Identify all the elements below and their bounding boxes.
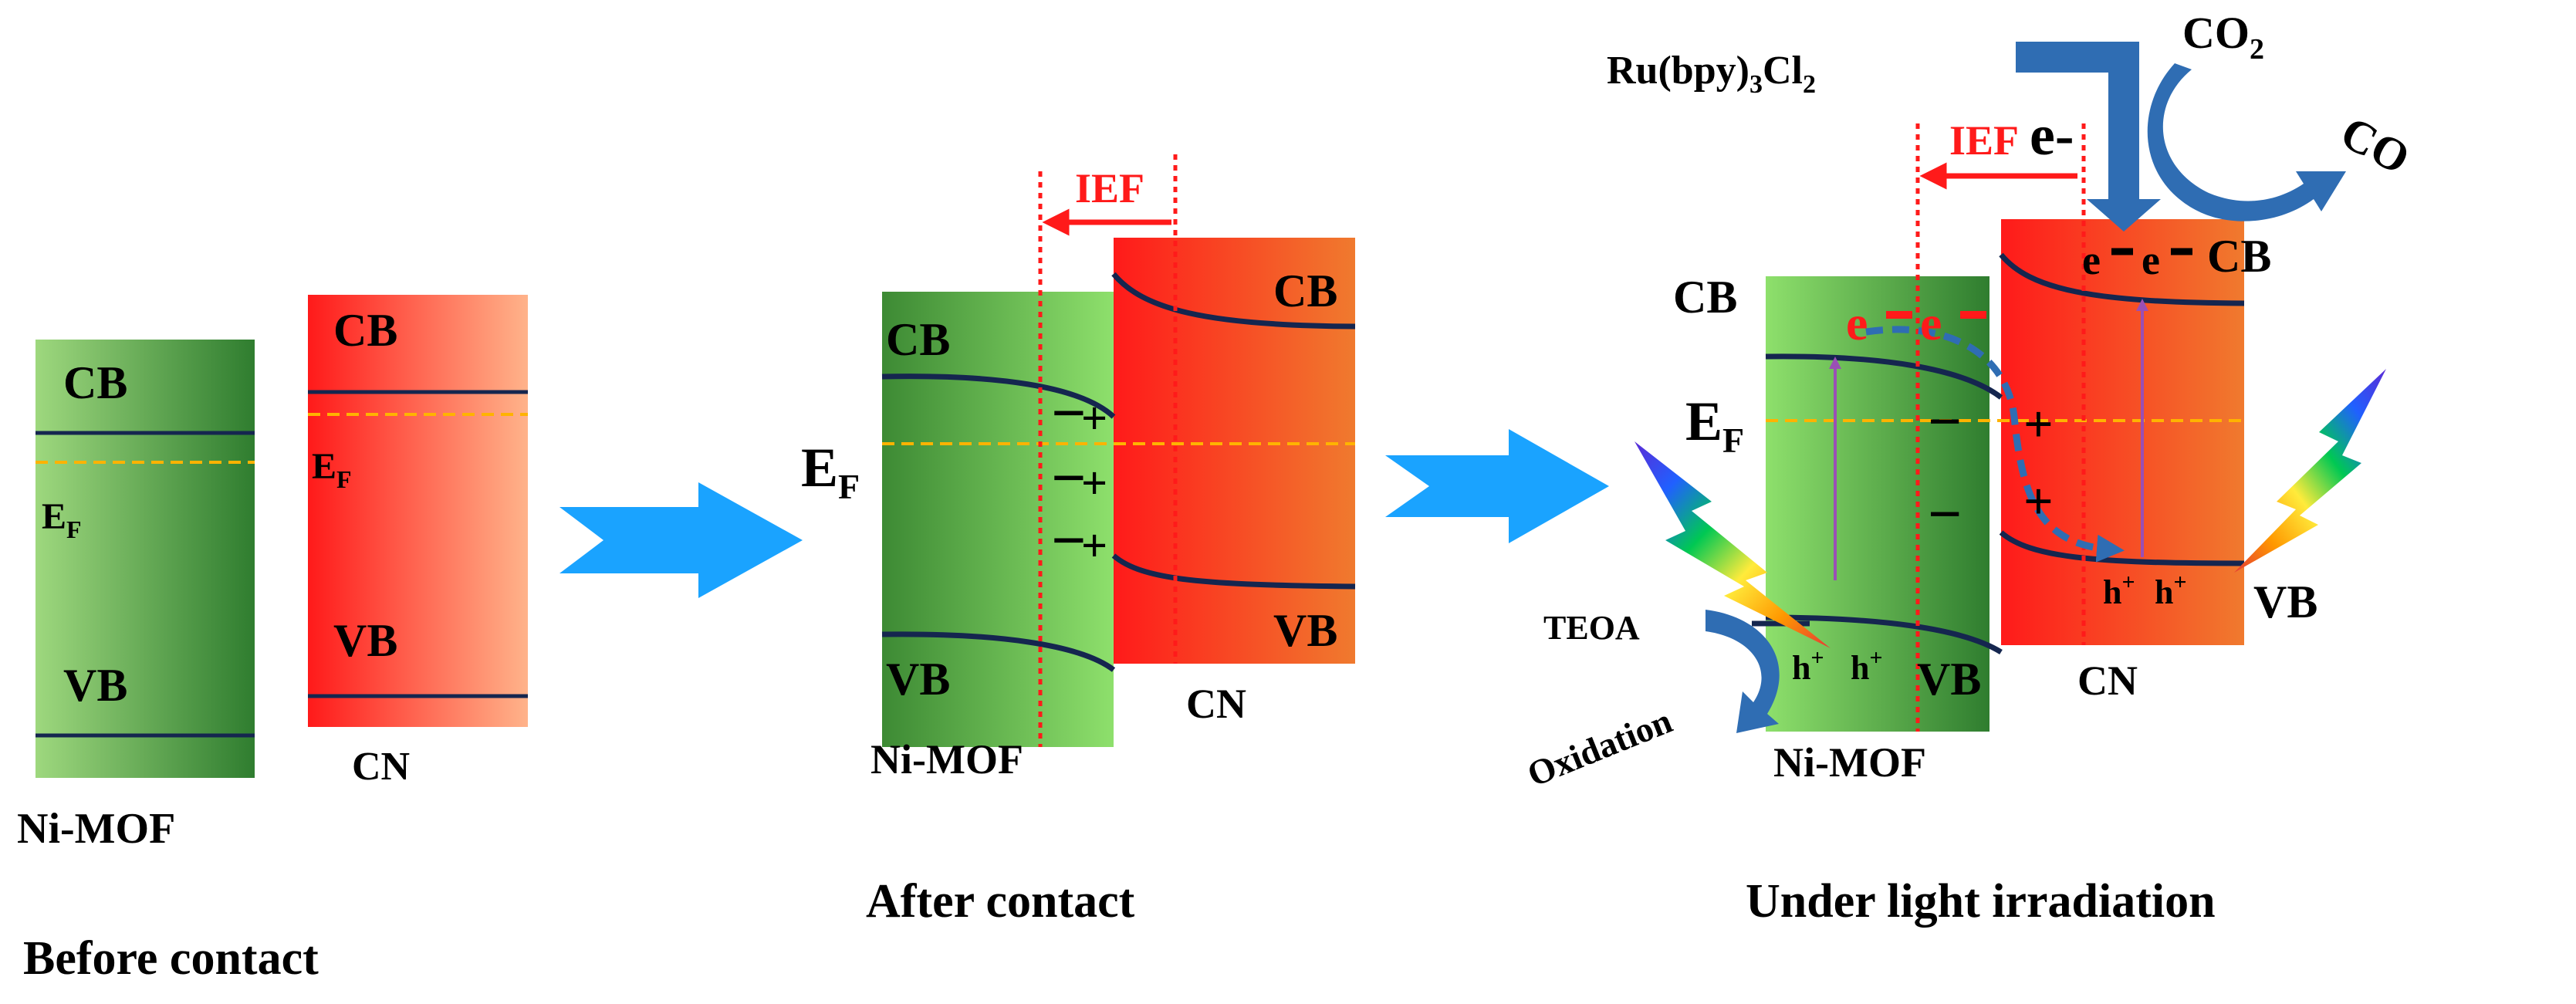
nimof-hole-2: h+ <box>1851 645 1883 687</box>
charge-minus-1: − <box>1051 380 1087 448</box>
nimof-vb-label: VB <box>1917 654 1981 705</box>
nimof-block <box>1766 276 1989 732</box>
charge-plus-2: + <box>2023 472 2054 530</box>
fermi-label: EF <box>1685 390 1744 460</box>
fermi-label: EF <box>801 437 860 506</box>
nimof-vb-label: VB <box>886 654 950 705</box>
charge-minus-3: − <box>1051 507 1087 575</box>
cn-electron-2: e <box>2142 237 2160 283</box>
charge-minus-2: − <box>1051 445 1087 512</box>
co2-label: CO2 <box>2182 8 2264 66</box>
electron-transfer-path <box>1865 326 2125 563</box>
cn-name-label: CN <box>1186 681 1246 727</box>
nimof-vb-band <box>881 631 1116 672</box>
ief-label: IEF <box>1075 165 1144 211</box>
nimof-block <box>882 292 1114 747</box>
charge-minus-2: − <box>1928 480 1962 547</box>
oxidation-arrow <box>1706 610 1780 733</box>
cn-block <box>308 295 528 727</box>
nimof-cb-label: CB <box>1673 272 1737 323</box>
cn-cb-band <box>1999 252 2245 306</box>
light-bolt-left-icon <box>1635 441 1831 648</box>
caption-before-contact: Before contact <box>23 932 319 985</box>
transition-arrow-1 <box>559 482 803 598</box>
nimof-cb-band <box>1765 353 2003 400</box>
cn-vb-band <box>1111 553 1356 590</box>
nimof-hole-1: h+ <box>1792 645 1824 687</box>
cn-block <box>1114 238 1355 664</box>
nimof-vb-band <box>1765 614 2003 654</box>
cn-name-label: CN <box>2077 658 2138 704</box>
transition-arrow-2 <box>1385 429 1609 543</box>
cn-cb-band <box>1111 272 1356 330</box>
charge-minus-1: − <box>1928 387 1962 455</box>
cn-cb-label: CB <box>2207 231 2271 282</box>
nimof-cb-label: CB <box>63 357 127 408</box>
cn-hole-2: h+ <box>2155 570 2187 611</box>
nimof-block <box>35 340 255 778</box>
charge-plus-3: + <box>1081 520 1107 571</box>
caption-under-light: Under light irradiation <box>1746 875 2216 928</box>
cn-vb-label: VB <box>1273 605 1337 656</box>
nimof-name-label: Ni-MOF <box>1773 739 1926 786</box>
oxidation-label: Oxidation <box>1522 701 1678 794</box>
cn-fermi-label: EF <box>312 446 352 493</box>
cn-cb-label: CB <box>333 305 397 356</box>
cn-block <box>2001 219 2244 645</box>
nimof-electron-2: e <box>1920 296 1942 350</box>
teoa-label: TEOA <box>1543 609 1640 647</box>
electron-injection-label: e- <box>2030 104 2074 167</box>
nimof-name-label: Ni-MOF <box>17 805 175 853</box>
caption-after-contact: After contact <box>866 875 1135 928</box>
nimof-cb-label: CB <box>886 314 950 365</box>
cn-vb-label: VB <box>2253 576 2317 627</box>
co2-reduction-arrow <box>2147 63 2346 221</box>
cn-electron-1: e <box>2082 237 2101 283</box>
panel-before-contact: CB VB EF CB VB EF Ni-MOF CN Before conta… <box>17 295 528 985</box>
charge-plus-1: + <box>2023 394 2054 453</box>
nimof-fermi-label: EF <box>42 496 82 543</box>
nimof-name-label: Ni-MOF <box>870 736 1023 783</box>
electron-injection-arrow <box>2016 42 2161 232</box>
panel-under-light: IEF e e e e − + − + h+ h+ h+ h+ CB VB CB… <box>1522 8 2418 928</box>
nimof-vb-label: VB <box>63 660 127 711</box>
photosensitizer-label: Ru(bpy)3Cl2 <box>1607 49 1816 99</box>
nimof-cb-band <box>881 374 1116 419</box>
nimof-electron-1: e <box>1846 296 1868 350</box>
cn-vb-label: VB <box>333 615 397 666</box>
ief-label: IEF <box>1949 117 2019 164</box>
panel-after-contact: IEF − + − + − + CB VB CB VB EF Ni-MOF CN… <box>801 154 1356 928</box>
cn-name-label: CN <box>352 745 410 789</box>
cn-cb-label: CB <box>1273 265 1337 316</box>
co-product-label: CO <box>2333 106 2418 184</box>
cn-hole-1: h+ <box>2103 570 2135 611</box>
cn-vb-band <box>1999 530 2245 566</box>
light-bolt-right-icon <box>2234 369 2386 573</box>
charge-plus-1: + <box>1081 393 1107 444</box>
charge-plus-2: + <box>1081 458 1107 509</box>
